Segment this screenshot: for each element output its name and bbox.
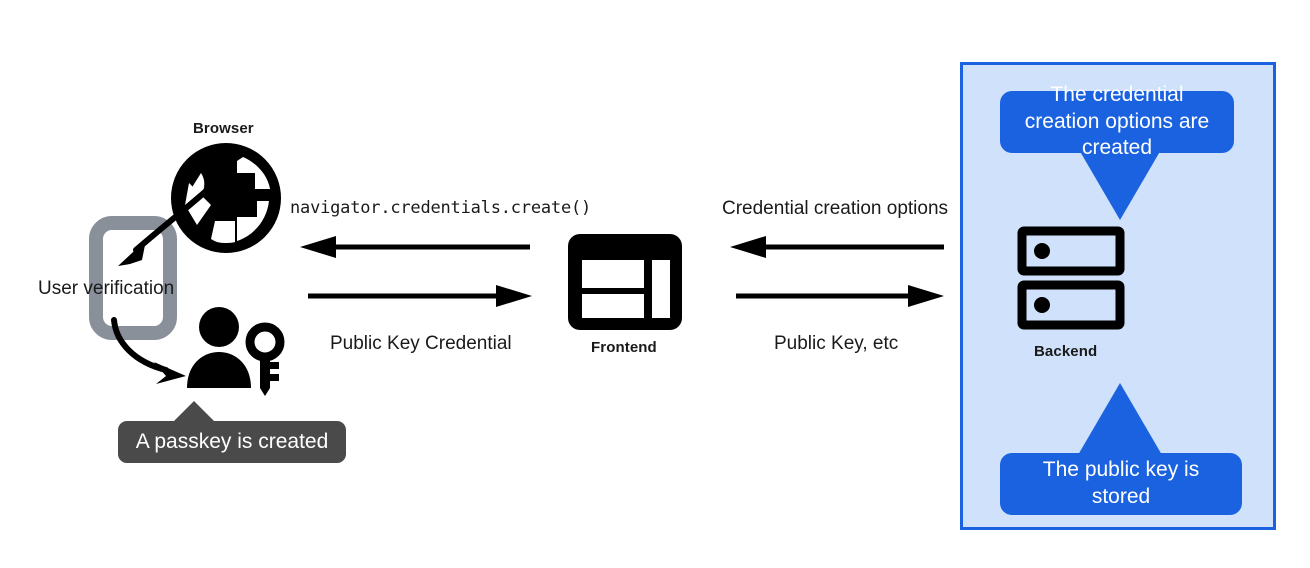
- user-verification-label: User verification: [38, 278, 175, 299]
- arrow-backend-to-frontend: [730, 236, 944, 258]
- callout-options-created: The credential creation options are crea…: [1000, 83, 1234, 159]
- arrow-label-credential-creation-options: Credential creation options: [722, 198, 949, 219]
- tooltip-passkey-created-text: A passkey is created: [135, 430, 329, 453]
- backend-label: Backend: [1034, 343, 1098, 360]
- arrow-frontend-to-browser: [300, 236, 530, 258]
- globe-icon: [171, 143, 281, 253]
- callout-tail-up: [1078, 383, 1162, 455]
- callout-public-key-stored: The public key is stored: [1000, 453, 1242, 515]
- tooltip-tail: [172, 401, 216, 423]
- arrow-label-navigator-create: navigator.credentials.create(): [290, 198, 592, 218]
- tooltip-passkey-created: A passkey is created: [118, 421, 346, 463]
- server-rack-icon: [1017, 226, 1128, 333]
- callout-tail-down: [1078, 148, 1162, 220]
- arrow-browser-to-frontend: [308, 285, 532, 307]
- arrow-device-to-user: [110, 317, 220, 390]
- callout-options-created-text: The credential creation options are crea…: [1024, 82, 1210, 160]
- mobile-phone-icon: [89, 216, 177, 340]
- arrow-browser-to-device: [96, 178, 226, 283]
- browser-label: Browser: [193, 120, 254, 137]
- window-layout-icon: [566, 232, 684, 332]
- callout-public-key-stored-text: The public key is stored: [1042, 458, 1200, 508]
- frontend-label: Frontend: [591, 339, 657, 356]
- arrow-label-public-key-etc: Public Key, etc: [774, 333, 899, 354]
- user-with-key-icon: [183, 306, 288, 396]
- arrow-frontend-to-backend: [736, 285, 944, 307]
- arrow-label-public-key-credential: Public Key Credential: [330, 333, 512, 354]
